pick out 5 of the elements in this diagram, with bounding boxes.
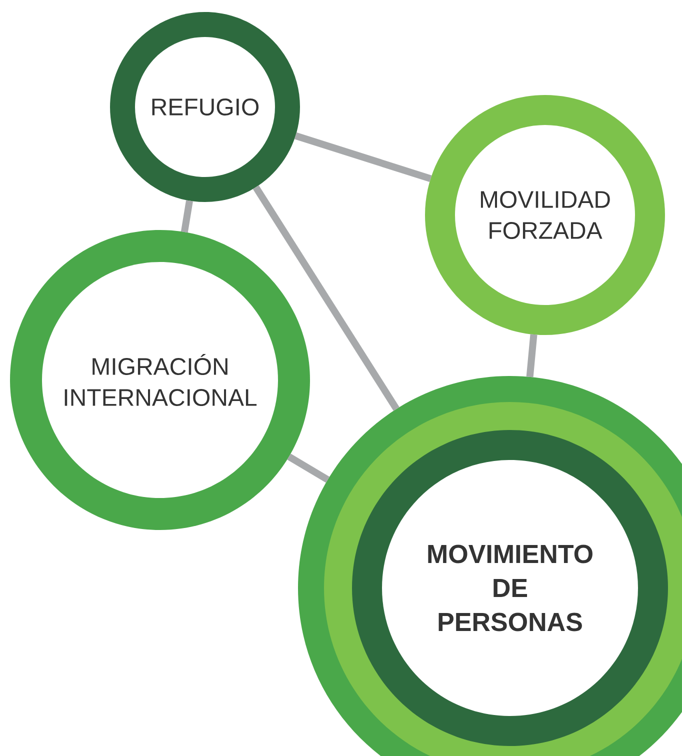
connector-line: [287, 454, 330, 483]
connector-line: [526, 334, 538, 378]
connector-line: [252, 185, 400, 411]
connector-line: [180, 200, 193, 233]
connector-line: [294, 132, 432, 182]
